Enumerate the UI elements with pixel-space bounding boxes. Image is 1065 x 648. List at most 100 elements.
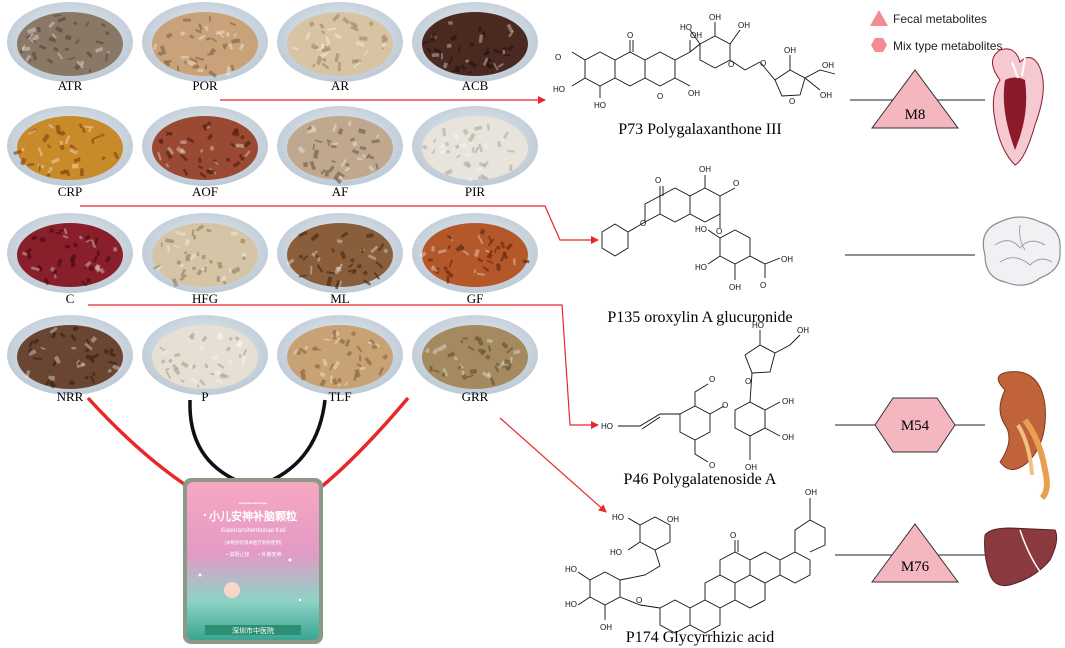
herb-texture [225,66,232,76]
herb-texture [338,263,344,270]
herb-texture [183,251,188,255]
herb-texture [502,49,506,55]
herb-texture [442,368,449,377]
herb-texture [85,238,93,243]
herb-texture [28,340,34,348]
package-curves [86,396,410,490]
herb-texture [234,336,240,341]
herb-texture [471,146,475,153]
herb-texture [431,146,437,154]
herb-texture [476,272,485,276]
herb-texture [485,354,491,360]
herb-texture [314,250,318,253]
herb-texture [48,36,57,43]
herb-texture [458,363,464,369]
herb-texture [489,377,496,386]
metabolite-label-m8: M8 [905,107,926,123]
herb-texture [298,347,307,355]
herb-texture [205,37,212,41]
herb-texture [199,379,206,386]
herb-texture [350,330,357,337]
svg-text:OH: OH [820,91,832,100]
herb-texture [73,242,79,248]
herb-texture [487,371,491,377]
herb-texture [470,43,474,47]
herb-texture [361,153,367,159]
herb-texture [473,125,483,131]
herb-texture [84,21,90,28]
herb-pile [422,116,528,180]
herb-label: POR [192,78,218,93]
herb-texture [63,228,68,235]
herb-texture [93,353,100,359]
herb-pile [152,223,258,287]
herb-texture [233,32,238,38]
herb-pile [17,12,123,76]
herb-texture [358,128,366,135]
herb-texture [43,277,50,286]
package-pinyin: Xiaoeranshenbunao Keli [220,528,285,534]
herb-texture [210,372,215,376]
herb-texture [316,264,324,273]
herb-texture [457,364,462,370]
herb-texture [483,50,491,56]
herb-texture [340,231,349,239]
herb-texture [21,251,28,257]
svg-text:OH: OH [782,433,794,442]
herb-texture [176,260,182,265]
herb-texture [331,248,335,253]
herb-texture [59,332,66,338]
herb-texture [351,148,360,155]
herb-texture [506,346,514,354]
herb-texture [96,250,100,256]
herb-texture [231,128,239,136]
herb-texture [231,231,238,236]
herb-texture [188,365,197,373]
herb-texture [370,245,379,254]
herb-texture [363,49,369,56]
herb-texture [195,56,205,61]
herb-texture [332,360,341,370]
svg-text:O: O [709,461,715,470]
herb-texture [79,168,84,177]
arrow-crp-p135 [80,205,599,244]
herb-texture [51,267,58,276]
herb-photo-gf: GF [412,213,538,306]
herb-texture [460,64,467,71]
herb-texture [85,354,95,361]
herb-texture [350,137,356,142]
herb-texture [497,62,504,68]
herb-texture [446,43,452,48]
herb-texture [39,236,46,243]
herb-texture [175,230,180,235]
herb-texture [330,145,337,149]
herb-texture [503,156,509,161]
herb-texture [220,275,227,282]
svg-text:OH: OH [690,31,702,40]
herb-texture [378,367,385,376]
herb-texture [64,135,71,145]
herb-texture [486,259,494,264]
herb-texture [36,26,41,33]
herb-texture [440,53,443,60]
herb-texture [320,169,326,175]
herb-texture [84,342,93,351]
herb-label: ML [330,291,350,306]
herb-texture [312,143,315,150]
herb-texture [94,265,102,273]
herb-texture [113,151,120,160]
herb-texture [38,164,41,172]
herb-texture [165,163,170,168]
herb-texture [84,125,94,129]
herb-texture [28,129,37,135]
herb-texture [479,349,487,356]
herb-texture [161,350,168,356]
herb-texture [55,232,61,235]
svg-text:OH: OH [822,61,834,70]
herb-texture [71,346,77,350]
herb-texture [340,251,347,260]
herb-texture [478,34,483,43]
herb-texture [103,349,110,355]
herb-texture [40,346,46,351]
metabolite-m54: M54 [874,397,956,453]
